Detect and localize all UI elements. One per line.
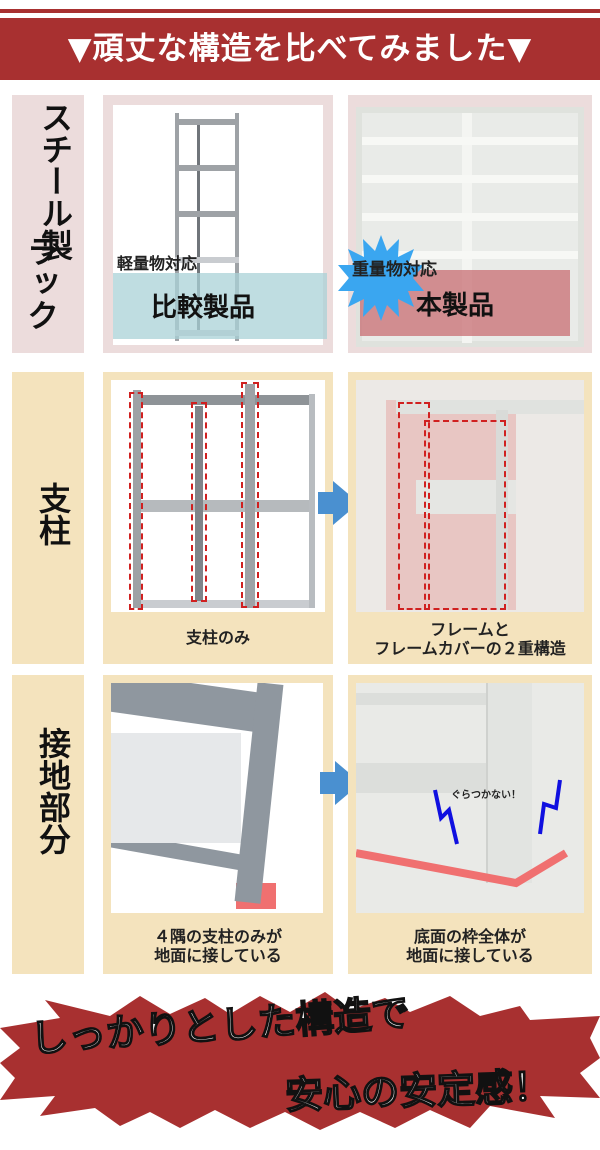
arrow-shaft: [320, 772, 336, 794]
arrow-shaft: [318, 492, 334, 514]
pillar-only-caption: 支柱のみ: [185, 628, 250, 647]
double-frame-photo: [356, 380, 584, 612]
footer-line-2: 安心の安定感！: [284, 1064, 553, 1119]
corner-post-photo: [111, 683, 323, 913]
comparison-product-title: 比較製品: [151, 293, 256, 323]
row-label-steel-rack: スチール製 ラック: [12, 95, 84, 353]
row-label-line1: スチール製: [36, 101, 74, 261]
top-rule: [0, 9, 600, 13]
burst-badge-icon: [338, 235, 424, 321]
frame-contact-caption: 底面の枠全体が 地面に接している: [348, 927, 592, 965]
frame-contact-panel: ぐらつかない！ 底面の枠全体が 地面に接している: [348, 675, 592, 974]
base-outline-highlight: [356, 849, 569, 888]
wobble-free-callout: ぐらつかない！: [451, 790, 521, 801]
caption-line: 底面の枠全体が: [413, 927, 526, 946]
lightning-icon: [433, 789, 459, 845]
this-product-panel: 重量物対応 本製品: [338, 95, 592, 353]
caption-line: フレームカバーの２重構造: [374, 639, 566, 658]
caption-line: 地面に接している: [406, 946, 534, 965]
footer-burst-shape: [0, 992, 600, 1130]
frame-structure-panel: フレームと フレームカバーの２重構造: [348, 372, 592, 664]
comparison-product-panel: 軽量物対応 比較製品: [103, 95, 333, 353]
row-label-text: 支柱: [34, 482, 72, 546]
corner-contact-panel: ４隅の支柱のみが 地面に接している: [103, 675, 333, 974]
corner-contact-caption: ４隅の支柱のみが 地面に接している: [103, 927, 333, 965]
lightning-icon: [538, 779, 562, 835]
row-label-ground-contact: 接地部分: [12, 675, 84, 974]
pillar-comparison-panel: 支柱のみ: [103, 372, 333, 664]
double-frame-caption: フレームと フレームカバーの２重構造: [348, 620, 592, 658]
header-banner: ▼頑丈な構造を比べてみました▼: [0, 18, 600, 80]
row-label-text: 接地部分: [34, 727, 72, 855]
pillar-only-photo: [111, 380, 325, 612]
frame-base-photo: ぐらつかない！: [356, 683, 584, 913]
caption-line: 地面に接している: [154, 946, 282, 965]
heavy-load-tag: 重量物対応: [352, 260, 437, 280]
comparison-label-band: [113, 273, 327, 339]
caption-line: フレームと: [430, 620, 510, 639]
this-product-title: 本製品: [416, 291, 495, 321]
row-label-pillar: 支柱: [12, 372, 84, 664]
row-label-line2: ラック: [22, 235, 60, 331]
caption-line: ４隅の支柱のみが: [153, 927, 282, 946]
light-load-tag: 軽量物対応: [117, 254, 198, 273]
